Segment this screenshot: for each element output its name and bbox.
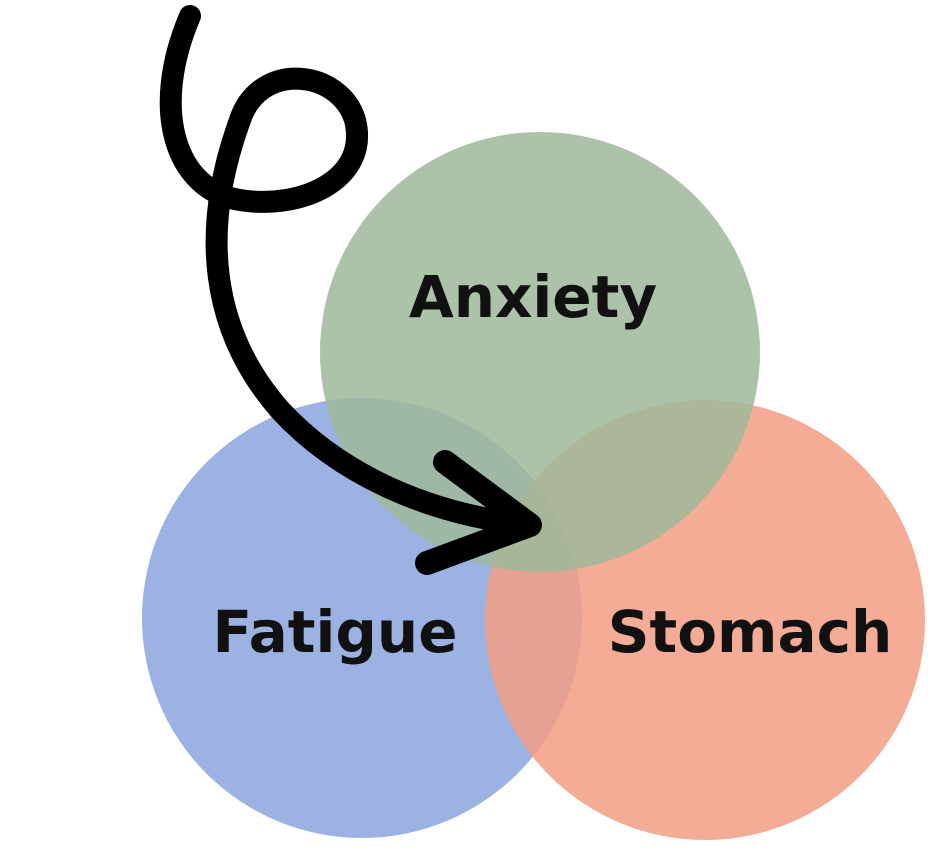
anxiety-circle (320, 132, 760, 572)
anxiety-label: Anxiety (409, 263, 657, 331)
arrow-head (415, 450, 542, 575)
stomach-label: Stomach (608, 598, 893, 666)
fatigue-label: Fatigue (212, 598, 457, 666)
looped-arrow-icon (159, 5, 542, 575)
arrow-shaft (159, 5, 541, 536)
